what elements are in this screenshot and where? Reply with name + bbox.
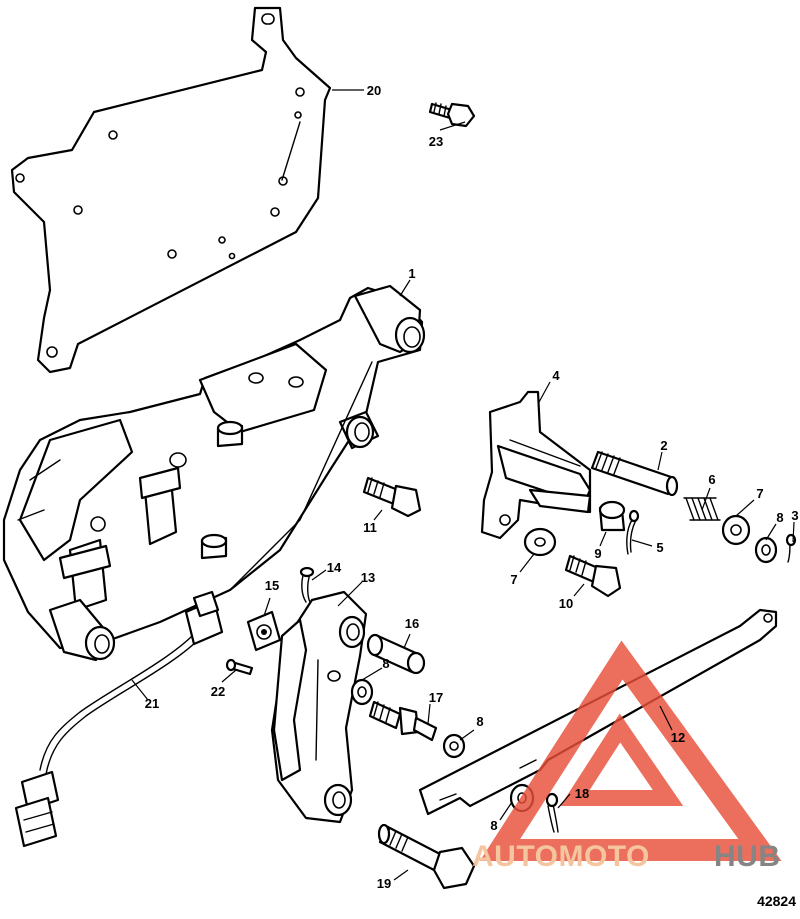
callout-7-right: 7 [756,486,763,501]
callout-12: 12 [671,730,685,745]
callout-18: 18 [575,786,589,801]
washer-7-right [721,514,751,546]
part-13-lever-arm [270,590,368,824]
callout-8-under-16: 8 [382,656,389,671]
washer-8-under-16 [350,678,374,706]
part-11-bolt [362,476,422,518]
callout-22: 22 [211,684,225,699]
part-22-screw [225,658,254,676]
washer-7-left [523,527,557,557]
part-15-nut-plate [246,610,282,652]
part-6-spring [683,497,721,521]
watermark-text-secondary: HUB [714,840,781,873]
callout-labels: 1 2 3 4 5 6 7 7 8 8 8 8 9 10 11 12 13 14… [145,83,799,891]
callout-4: 4 [552,368,560,383]
part-10-bolt [564,554,622,598]
callout-11: 11 [363,520,377,535]
callout-3: 3 [791,508,798,523]
callout-14: 14 [327,560,342,575]
callout-17: 17 [429,690,443,705]
part-3-cotter-pin [785,533,797,563]
callout-16: 16 [405,616,419,631]
callout-7-left: 7 [510,572,517,587]
washer-8-right [754,536,778,564]
part-5-cotter-pin [626,509,640,555]
callout-15: 15 [265,578,279,593]
watermark-text-primary: AUTOMOTO [472,840,650,873]
callout-6: 6 [708,472,715,487]
part-18-cotter-pin [545,792,559,833]
part-20-mounting-plate [10,6,332,374]
diagram-reference-number: 42824 [757,893,796,909]
part-19-bolt [377,823,476,890]
part-14-cotter-pin [299,566,315,603]
part-4-cam [480,390,592,540]
part-1-main-bracket [2,284,426,662]
part-23-flange-bolt [428,102,476,128]
callout-8-right: 8 [776,510,783,525]
callout-2: 2 [660,438,667,453]
part-2-threaded-pin [590,450,679,497]
callout-8-near-18: 8 [490,818,497,833]
leader-lines [131,89,795,881]
callout-19: 19 [377,876,391,891]
part-17-stud [368,700,438,742]
callout-1: 1 [408,266,415,281]
callout-13: 13 [361,570,375,585]
callout-23: 23 [429,134,443,149]
callout-8-under-17: 8 [476,714,483,729]
callout-20: 20 [367,83,381,98]
part-9-bushing [598,500,626,532]
washer-8-under-17 [442,733,466,759]
part-16-pin [366,633,426,675]
callout-5: 5 [656,540,663,555]
part-21-wire-harness [14,590,224,848]
watermark-logo: AUTOMOTO HUB [472,640,782,873]
callout-21: 21 [145,696,159,711]
callout-9: 9 [594,546,601,561]
callout-10: 10 [559,596,573,611]
